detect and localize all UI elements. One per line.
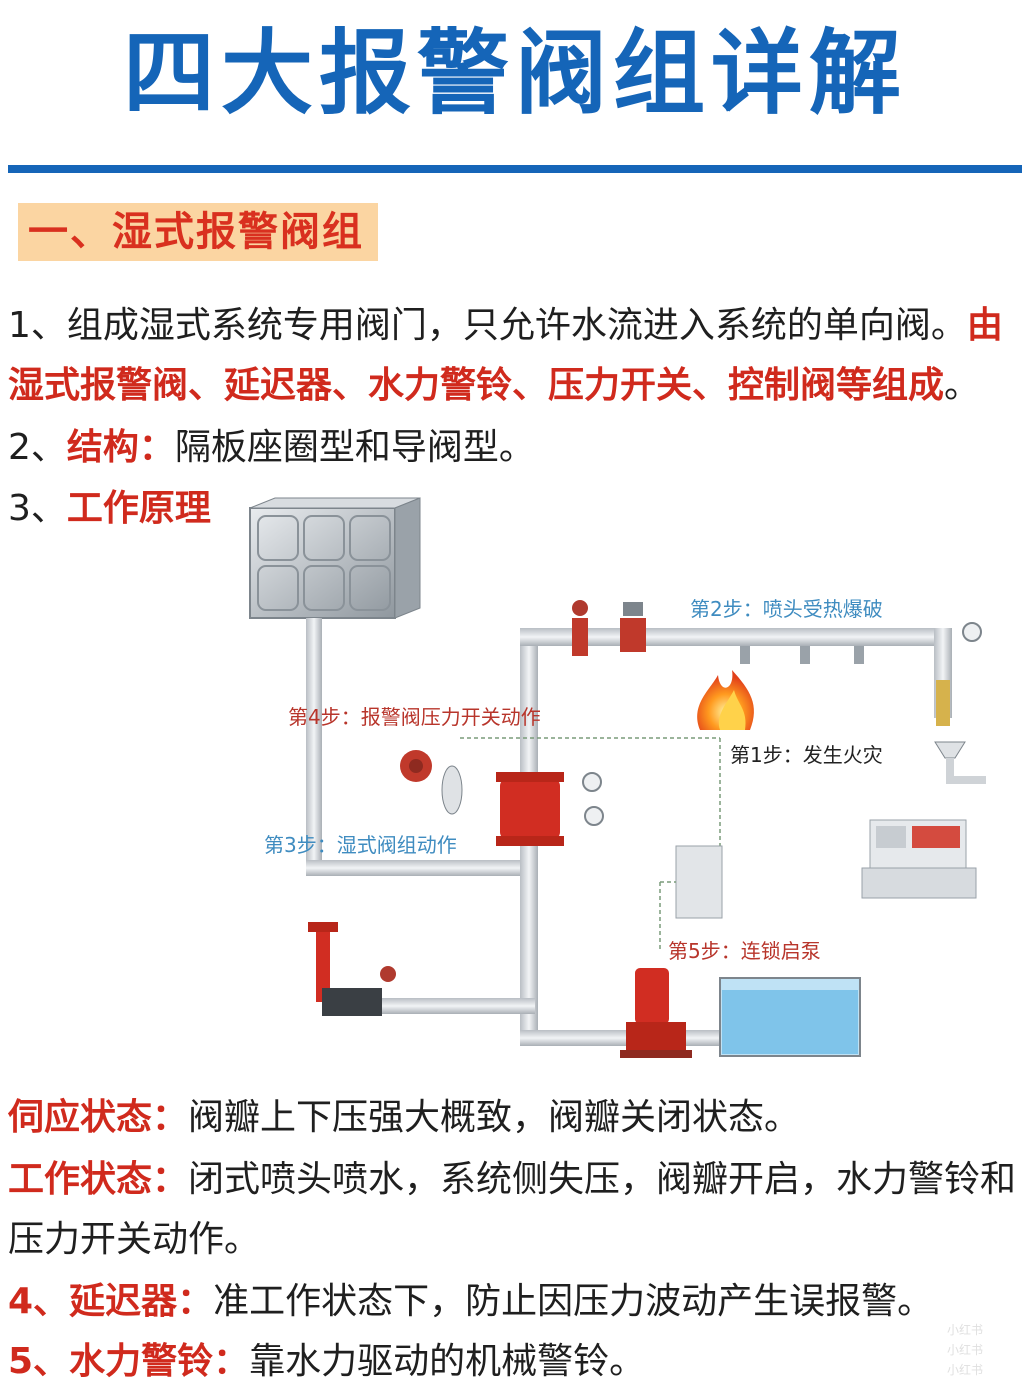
paragraph-structure: 2、结构：隔板座圈型和导阀型。 — [8, 418, 1020, 478]
water-pool — [719, 977, 861, 1057]
pump-control-cabinet — [659, 845, 723, 950]
pump-adapter — [308, 922, 396, 1016]
paragraph-working-state: 工作状态：闭式喷头喷水，系统侧失压，阀瓣开启，水力警铃和压力开关动作。 — [8, 1150, 1020, 1270]
delay-label: 延迟器： — [69, 1281, 214, 1322]
end-test-device — [934, 622, 986, 784]
control-panel — [861, 819, 977, 899]
step-1-label: 第1步：发生火灾 — [730, 743, 883, 767]
paragraph-water-motor-gong: 5、水力警铃：靠水力驱动的机械警铃。 — [8, 1332, 1020, 1392]
paragraph-standby-state: 伺应状态：阀瓣上下压强大概致，阀瓣关闭状态。 — [8, 1088, 1020, 1148]
composition-intro: 1、组成湿式系统专用阀门，只允许水流进入系统的单向阀。 — [8, 305, 967, 346]
principle-label: 工作原理 — [66, 488, 211, 529]
gong-number: 5、 — [8, 1341, 70, 1382]
wet-alarm-valve-diagram: 第2步：喷头受热爆破 第1步：发生火灾 第3步：湿式阀组动作 第4步：报警阀压力… — [249, 497, 986, 1058]
top-valves — [572, 600, 646, 656]
step-3-label: 第3步：湿式阀组动作 — [264, 833, 457, 857]
section-heading: 一、湿式报警阀组 — [18, 203, 378, 261]
paragraph-principle: 3、工作原理 — [8, 479, 1020, 539]
composition-end: 。 — [944, 365, 981, 406]
delay-text: 准工作状态下，防止因压力波动产生误报警。 — [213, 1281, 934, 1322]
structure-number: 2、 — [8, 427, 67, 468]
fire-pump — [620, 968, 692, 1058]
paragraph-delay-chamber: 4、延迟器：准工作状态下，防止因压力波动产生误报警。 — [8, 1272, 1020, 1332]
page-title: 四大报警阀组详解 — [122, 20, 907, 127]
roof-water-tank — [249, 497, 421, 619]
working-label: 工作状态： — [8, 1159, 189, 1200]
standby-label: 伺应状态： — [8, 1097, 189, 1138]
structure-label: 结构： — [66, 427, 175, 468]
gong-text: 靠水力驱动的机械警铃。 — [249, 1341, 646, 1382]
title-divider — [8, 165, 1022, 173]
step-5-label: 第5步：连锁启泵 — [668, 939, 821, 963]
paragraph-composition: 1、组成湿式系统专用阀门，只允许水流进入系统的单向阀。由湿式报警阀、延迟器、水力… — [8, 296, 1020, 416]
watermark: 小红书 小红书 小红书 — [946, 1323, 983, 1377]
step-2-label: 第2步：喷头受热爆破 — [690, 597, 883, 621]
working-text: 闭式喷头喷水，系统侧失压，阀瓣开启，水力警铃和压力开关动作。 — [8, 1159, 1017, 1260]
standby-text: 阀瓣上下压强大概致，阀瓣关闭状态。 — [188, 1097, 801, 1138]
sprinkler-heads — [740, 646, 864, 664]
gong-label: 水力警铃： — [69, 1341, 250, 1382]
principle-number: 3、 — [8, 488, 67, 529]
step-4-label: 第4步：报警阀压力开关动作 — [288, 705, 541, 729]
delay-number: 4、 — [8, 1281, 70, 1322]
fire-icon — [697, 670, 754, 730]
structure-text: 隔板座圈型和导阀型。 — [174, 427, 535, 468]
composition-highlight: 由湿式报警阀、延迟器、水力警铃、压力开关、控制阀等组成 — [8, 305, 1003, 406]
